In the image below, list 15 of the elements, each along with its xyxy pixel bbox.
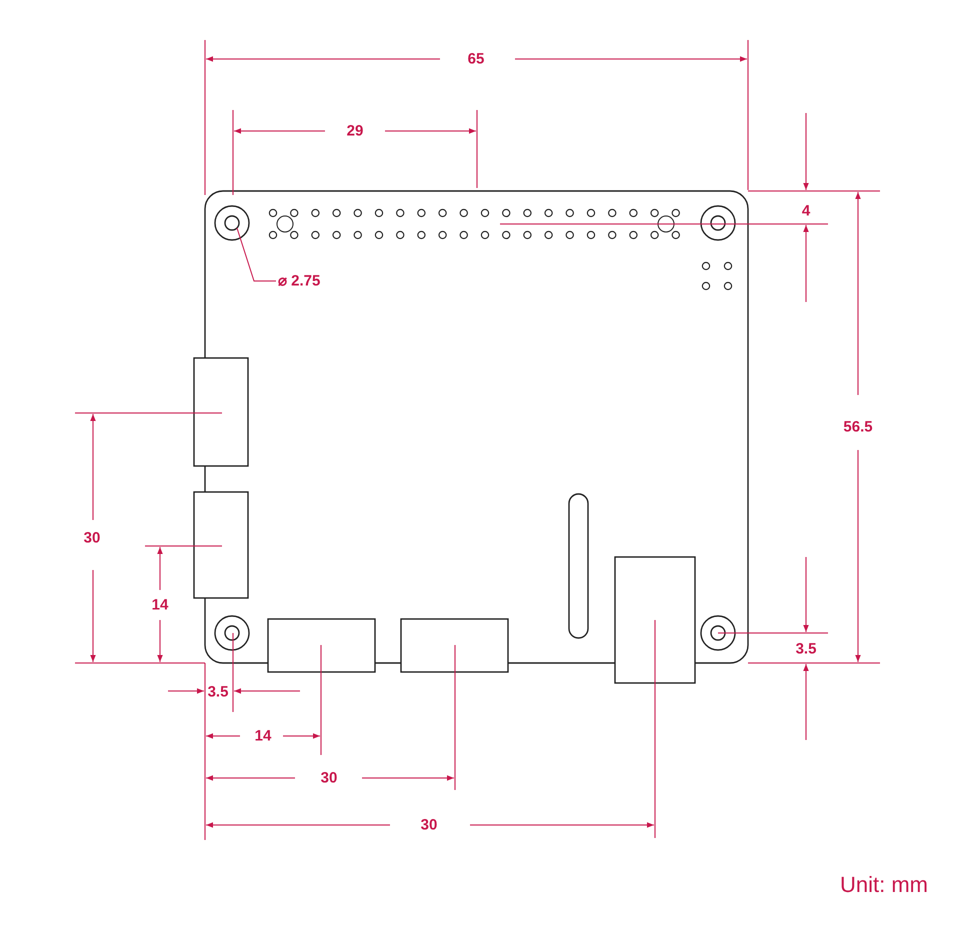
dimension-label: 30 [320, 770, 338, 786]
dimension-label: ⌀ 2.75 [278, 274, 320, 288]
leader-line [236, 228, 276, 282]
dimension-label: 30 [420, 818, 438, 832]
dimension-label: 30 [84, 530, 100, 546]
dimension-label: 29 [346, 124, 364, 138]
mounting-hole [214, 205, 250, 241]
dimension-label: 4 [802, 204, 810, 218]
dimension-label: 3.5 [208, 684, 228, 700]
dimension-label: 14 [254, 728, 272, 744]
dimension-label: 3.5 [796, 642, 816, 656]
dimension-label: 65 [468, 52, 484, 66]
dimension-label: 14 [152, 598, 168, 612]
unit-note: Unit: mm [840, 874, 928, 896]
dimension-label: 56.5 [843, 420, 873, 434]
